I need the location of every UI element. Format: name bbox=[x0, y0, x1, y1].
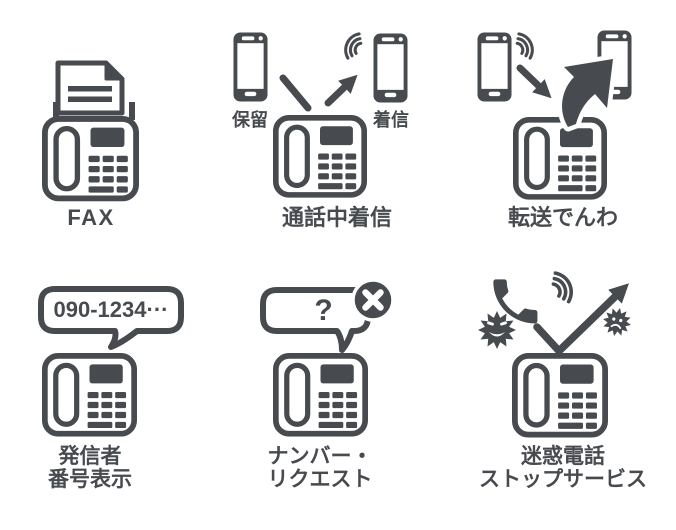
desk-phone-icon bbox=[276, 118, 364, 195]
service-label-call-forwarding: 転送でんわ bbox=[507, 205, 618, 230]
ringing-waves-icon bbox=[512, 29, 538, 62]
service-card-call-waiting: 保留 着信 通話中着信 bbox=[225, 20, 449, 250]
incoming-label: 着信 bbox=[373, 110, 409, 130]
blocked-x-badge-icon bbox=[351, 278, 395, 322]
service-label-nuisance-call-stop: 迷惑電話 ストップサービス bbox=[479, 445, 647, 491]
desk-phone-icon bbox=[276, 356, 365, 434]
service-card-number-request: ? ナンバー・ リクエスト bbox=[230, 270, 410, 510]
nuisance-caller-blob-icon bbox=[600, 305, 634, 339]
nuisance-call-stop-icon bbox=[478, 267, 634, 442]
service-card-nuisance-call-stop: 迷惑電話 ストップサービス bbox=[450, 267, 676, 510]
service-card-fax: FAX bbox=[6, 20, 176, 250]
service-label-call-waiting: 通話中着信 bbox=[281, 205, 392, 230]
call-waiting-icon bbox=[233, 29, 408, 205]
desk-phone-icon bbox=[515, 356, 605, 435]
desk-phone-icon bbox=[45, 119, 136, 199]
nuisance-caller-blob-icon bbox=[478, 311, 516, 349]
caller-number-text: 090-1234··· bbox=[53, 297, 169, 322]
deflect-check-arrow-icon bbox=[533, 283, 630, 355]
service-card-call-forwarding: 転送でんわ bbox=[450, 20, 676, 250]
hold-label: 保留 bbox=[232, 110, 268, 130]
smartphone-icon-incoming bbox=[373, 33, 408, 103]
forward-swoosh-arrow-icon bbox=[557, 54, 618, 132]
incoming-call-arrow-icon bbox=[516, 64, 552, 99]
smartphone-icon-caller bbox=[477, 32, 512, 102]
service-label-number-request: ナンバー・ リクエスト bbox=[267, 445, 373, 491]
number-request-icon bbox=[260, 278, 395, 442]
smartphone-icon-hold bbox=[233, 32, 268, 102]
ringing-waves-icon bbox=[547, 267, 578, 307]
ringing-waves-icon bbox=[340, 29, 366, 62]
incoming-call-arrow-icon bbox=[324, 74, 358, 107]
service-card-caller-id: 090-1234··· 発信者 番号表示 bbox=[5, 270, 184, 510]
fax-machine-icon bbox=[6, 60, 176, 205]
call-forwarding-icon bbox=[477, 29, 632, 205]
desk-phone-icon bbox=[516, 120, 604, 197]
service-label-caller-id: 発信者 番号表示 bbox=[48, 445, 132, 491]
telephone-handset-icon bbox=[493, 279, 538, 324]
desk-phone-icon bbox=[45, 356, 134, 434]
question-mark-text: ? bbox=[314, 294, 333, 327]
service-label-fax: FAX bbox=[67, 205, 115, 230]
hold-line-icon bbox=[279, 74, 312, 112]
document-icon bbox=[55, 60, 125, 116]
caller-id-icon bbox=[38, 286, 184, 442]
speech-bubble-icon bbox=[38, 286, 184, 350]
